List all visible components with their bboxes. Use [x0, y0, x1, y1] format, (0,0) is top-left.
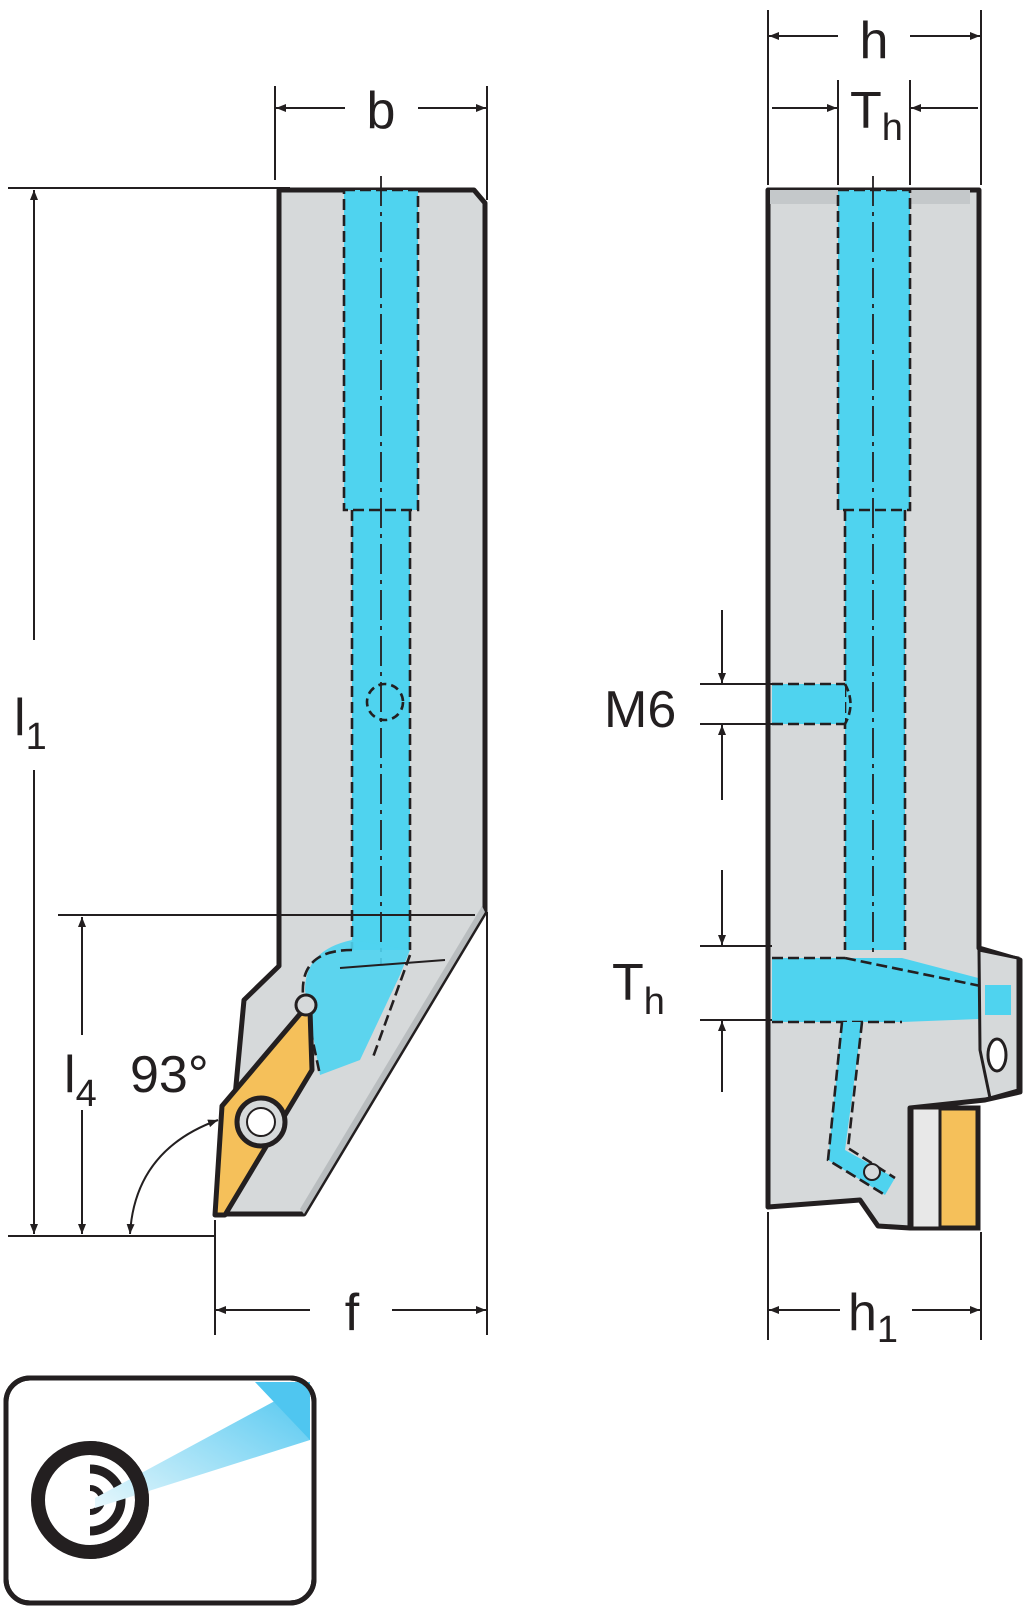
label-angle: 93°	[130, 1046, 209, 1104]
label-b: b	[367, 82, 396, 140]
top-view	[212, 176, 488, 1218]
label-l1: l1	[14, 689, 47, 758]
dimension-m6	[700, 610, 772, 800]
dimension-th-side	[700, 870, 772, 1092]
dimension-l4	[58, 914, 475, 1234]
label-m6: M6	[604, 681, 676, 739]
label-th-top: Th	[850, 82, 903, 149]
dimension-b	[274, 86, 488, 200]
dimension-h	[767, 10, 982, 185]
dimension-angle	[126, 1119, 219, 1235]
side-view	[765, 176, 1023, 1231]
dimension-h1	[767, 1212, 982, 1340]
label-h1: h1	[848, 1284, 898, 1351]
label-h: h	[860, 12, 889, 70]
dimension-th-top	[772, 80, 978, 185]
high-precision-coolant-icon	[3, 1375, 317, 1606]
dimension-l1	[8, 187, 290, 1237]
label-th-side: Th	[612, 954, 665, 1023]
label-l4: l4	[64, 1046, 97, 1115]
dimension-f	[214, 912, 488, 1335]
label-f: f	[345, 1284, 360, 1342]
